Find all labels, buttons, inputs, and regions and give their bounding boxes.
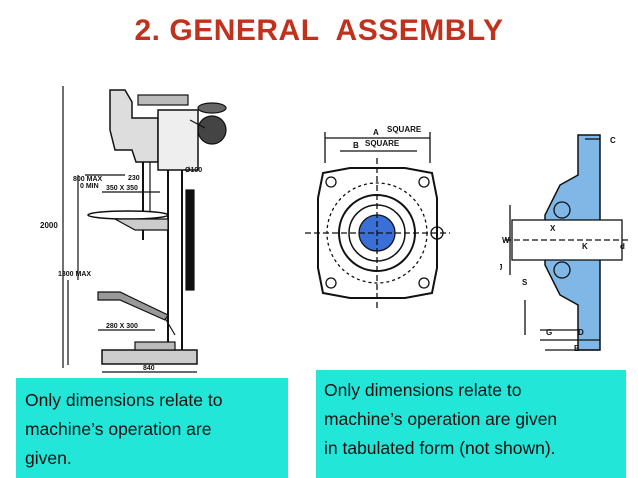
label-s: S (522, 278, 528, 287)
dim-base-size: 280 X 300 (106, 323, 138, 330)
note-right-line-3: in tabulated form (not shown). (324, 438, 556, 458)
dim-arm: 230 (128, 175, 140, 182)
note-left-line-3: given. (25, 448, 72, 468)
flange-front-view: A SQUARE B SQUARE (305, 125, 450, 308)
label-a-square: SQUARE (387, 125, 422, 134)
label-x: X (550, 224, 556, 233)
label-e: E (574, 344, 580, 353)
label-b: B (353, 141, 359, 150)
label-b-square: SQUARE (365, 139, 400, 148)
label-d1: d (620, 242, 625, 251)
label-d: D (578, 328, 584, 337)
dim-spindle-height: 1300 MAX (58, 271, 91, 278)
dim-height-total: 2000 (40, 221, 58, 230)
label-k: K (582, 242, 588, 251)
drill-press-drawing: 2000 800 MAX 0 MIN 230 Ø100 350 X 350 13… (40, 86, 227, 373)
note-left: Only dimensions relate to machine’s oper… (16, 378, 288, 478)
note-right-line-2: machine’s operation are given (324, 409, 558, 429)
dim-table-size: 350 X 350 (106, 185, 138, 192)
page-title: 2. GENERAL ASSEMBLY (134, 14, 504, 47)
label-a: A (373, 128, 379, 137)
label-j: J (500, 263, 502, 272)
label-w: W (502, 236, 510, 245)
dim-base-width: 840 (143, 365, 155, 372)
dim-table-range-max: 800 MAX (73, 176, 103, 183)
note-left-line-2: machine’s operation are (25, 419, 212, 439)
dim-column-dia: Ø100 (185, 167, 202, 174)
flange-section-view: C X W K d J S G D E (500, 134, 630, 353)
note-right: Only dimensions relate to machine’s oper… (316, 370, 626, 478)
dim-table-range-min: 0 MIN (80, 183, 99, 190)
label-g: G (546, 328, 552, 337)
note-right-line-1: Only dimensions relate to (324, 380, 522, 400)
label-c: C (610, 136, 616, 145)
note-left-line-1: Only dimensions relate to (25, 390, 223, 410)
